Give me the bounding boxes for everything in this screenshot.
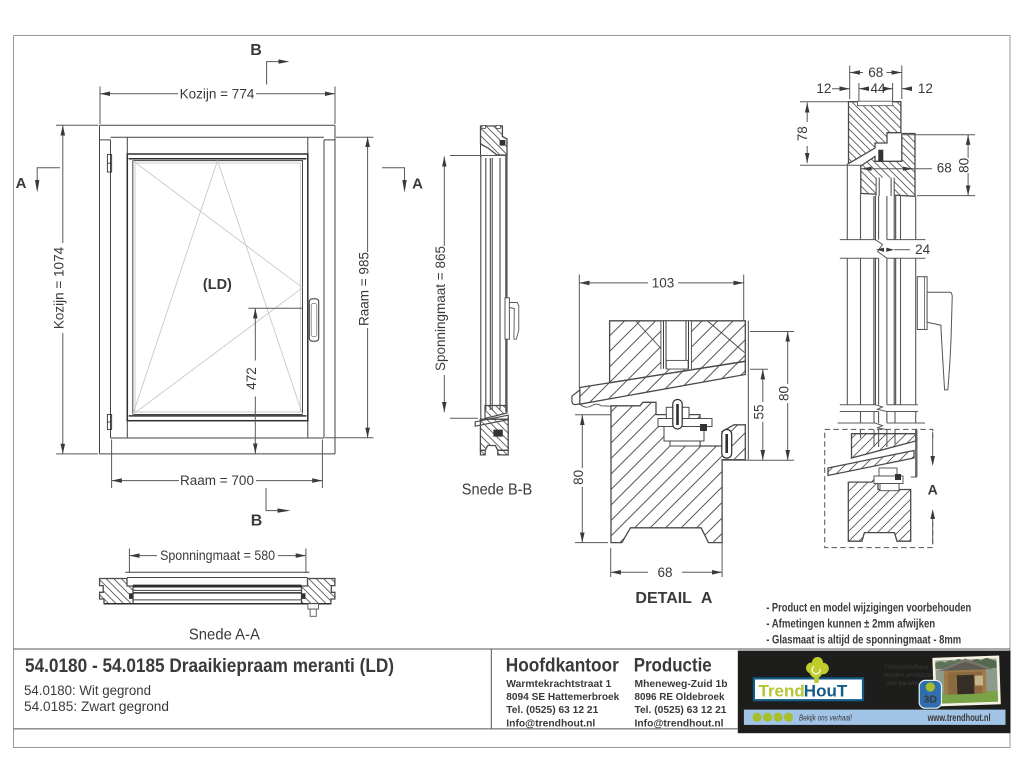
svg-text:TrendHouT: TrendHouT xyxy=(759,682,848,701)
svg-text:- Product en model wijzigingen: - Product en model wijzigingen voorbehou… xyxy=(766,603,971,615)
svg-text:Bekijk ons verhaal!: Bekijk ons verhaal! xyxy=(799,713,852,723)
svg-text:Warmtekrachtstraat 1: Warmtekrachtstraat 1 xyxy=(506,678,611,690)
svg-text:Snede A-A: Snede A-A xyxy=(189,627,260,644)
svg-text:B: B xyxy=(250,42,262,59)
svg-text:Snede B-B: Snede B-B xyxy=(462,482,533,499)
svg-text:A: A xyxy=(928,482,938,498)
svg-text:78: 78 xyxy=(795,126,810,141)
svg-text:80: 80 xyxy=(571,470,586,485)
svg-text:met karakter: met karakter xyxy=(886,680,923,687)
svg-text:Hoofdkantoor: Hoofdkantoor xyxy=(506,655,620,676)
svg-text:54.0185: Zwart gegrond: 54.0185: Zwart gegrond xyxy=(24,699,169,714)
svg-text:80: 80 xyxy=(957,158,972,173)
svg-text:Mheneweg-Zuid 1b: Mheneweg-Zuid 1b xyxy=(635,678,728,690)
svg-text:472: 472 xyxy=(244,367,259,390)
svg-text:- Glasmaat is altijd de sponni: - Glasmaat is altijd de sponningmaat - 8… xyxy=(766,635,961,647)
svg-text:54.0180: Wit gegrond: 54.0180: Wit gegrond xyxy=(24,683,151,698)
svg-text:68: 68 xyxy=(937,160,952,175)
svg-text:24: 24 xyxy=(915,242,931,257)
svg-text:Info@trendhout.nl: Info@trendhout.nl xyxy=(635,717,724,729)
svg-text:68: 68 xyxy=(868,65,883,80)
svg-text:Tel. (0525) 63 12 21: Tel. (0525) 63 12 21 xyxy=(506,704,598,716)
svg-text:DETAIL A: DETAIL A xyxy=(635,590,712,607)
svg-text:68: 68 xyxy=(657,565,672,580)
svg-text:Raam = 985: Raam = 985 xyxy=(356,252,371,326)
svg-text:80: 80 xyxy=(777,386,792,401)
svg-text:Info@trendhout.nl: Info@trendhout.nl xyxy=(506,717,595,729)
svg-text:Productie: Productie xyxy=(634,655,712,676)
svg-text:- Afmetingen kunnen ± 2mm afwi: - Afmetingen kunnen ± 2mm afwijken xyxy=(766,619,935,631)
svg-text:8094 SE Hattemerbroek: 8094 SE Hattemerbroek xyxy=(506,691,619,703)
svg-text:Kozijn = 774: Kozijn = 774 xyxy=(180,86,255,101)
svg-text:A: A xyxy=(16,175,27,192)
svg-text:Sponningmaat = 865: Sponningmaat = 865 xyxy=(433,246,448,371)
svg-text:Tel. (0525) 63 12 21: Tel. (0525) 63 12 21 xyxy=(635,704,727,716)
svg-text:Sponningmaat = 580: Sponningmaat = 580 xyxy=(160,548,275,563)
svg-text:12: 12 xyxy=(918,81,933,96)
svg-text:103: 103 xyxy=(652,275,675,290)
svg-text:houten producten: houten producten xyxy=(885,672,936,679)
svg-text:3D: 3D xyxy=(924,694,938,706)
svg-text:B: B xyxy=(251,513,263,530)
svg-text:12: 12 xyxy=(816,81,831,96)
svg-text:54.0180 - 54.0185 Draaikiepraa: 54.0180 - 54.0185 Draaikiepraam meranti … xyxy=(25,656,394,677)
svg-text:Kozijn = 1074: Kozijn = 1074 xyxy=(52,246,67,329)
svg-text:8096 RE Oldebroek: 8096 RE Oldebroek xyxy=(635,691,725,703)
svg-text:www.trendhout.nl: www.trendhout.nl xyxy=(927,713,991,724)
svg-text:55: 55 xyxy=(752,404,767,419)
svg-text:Onovertrefbare: Onovertrefbare xyxy=(885,664,929,671)
svg-text:Raam = 700: Raam = 700 xyxy=(180,473,254,488)
svg-text:A: A xyxy=(412,176,423,193)
svg-text:(LD): (LD) xyxy=(203,277,232,293)
svg-text:44: 44 xyxy=(870,81,886,96)
